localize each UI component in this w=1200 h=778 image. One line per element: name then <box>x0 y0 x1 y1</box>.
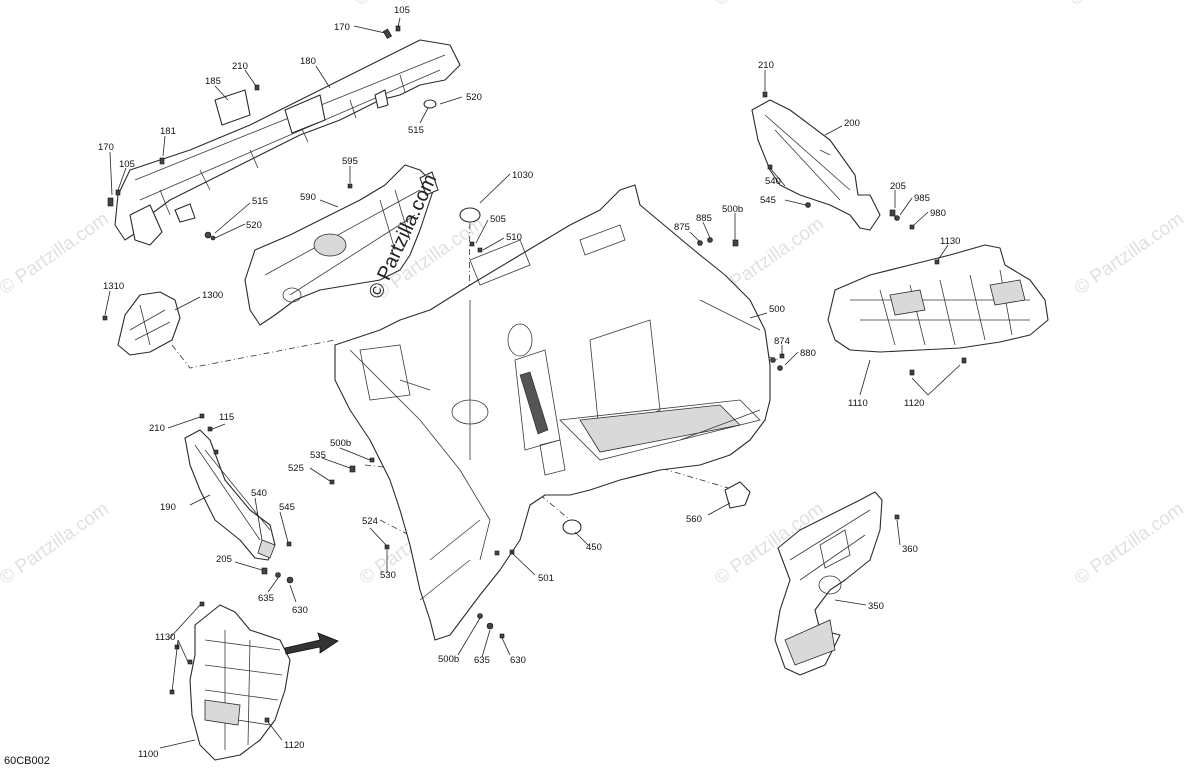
callout-labels: 170 105 210 185 180 520 515 181 170 105 … <box>98 5 960 760</box>
callout-label: 1130 <box>940 236 960 247</box>
callout-label: 880 <box>800 348 816 359</box>
callout-label: 205 <box>216 554 232 565</box>
callout-label: 1100 <box>138 749 158 760</box>
callout-label: 875 <box>674 222 690 233</box>
callout-label: 500b <box>438 654 459 665</box>
callout-label: 630 <box>510 655 526 666</box>
panel-350 <box>774 491 883 676</box>
floor-panel-1110 <box>827 244 1049 353</box>
callout-label: 530 <box>380 570 396 581</box>
boot-1300 <box>117 291 181 356</box>
callout-label: 1120 <box>904 398 924 409</box>
callout-label: 524 <box>362 516 378 527</box>
callout-label: 210 <box>758 60 774 71</box>
callout-label: 180 <box>300 56 316 67</box>
parts-small <box>423 99 751 535</box>
fasteners <box>102 25 967 723</box>
callout-label: 520 <box>246 220 262 231</box>
callout-label: 350 <box>868 601 884 612</box>
brace-190 <box>184 429 276 561</box>
callout-label: 1120 <box>284 740 304 751</box>
callout-label: 210 <box>232 61 248 72</box>
callout-label: 500b <box>722 204 743 215</box>
callout-label: 190 <box>160 502 176 513</box>
callout-label: 545 <box>279 502 295 513</box>
callout-label: 210 <box>149 423 165 434</box>
callout-label: 450 <box>586 542 602 553</box>
sensor-560 <box>724 481 751 509</box>
callout-label: 170 <box>98 142 114 153</box>
callout-label: 540 <box>251 488 267 499</box>
callout-label: 510 <box>506 232 522 243</box>
callout-label: 200 <box>844 118 860 129</box>
callout-label: 635 <box>258 593 274 604</box>
callout-label: 501 <box>538 573 554 584</box>
bracket-180 <box>114 39 461 246</box>
callout-label: 520 <box>466 92 482 103</box>
callout-label: 885 <box>696 213 712 224</box>
callout-label: 525 <box>288 463 304 474</box>
watermark-text: © Partzilla.com <box>0 498 113 589</box>
watermark-text: © Partzilla.com <box>1071 498 1188 589</box>
watermark-text: © Partzilla.com <box>1066 0 1183 10</box>
callout-label: 105 <box>119 159 135 170</box>
callout-label: 170 <box>334 22 350 33</box>
watermark-text: © Partzilla.com <box>1071 208 1188 299</box>
callout-label: 515 <box>408 125 424 136</box>
callout-label: 205 <box>890 181 906 192</box>
leader-lines <box>104 17 961 749</box>
cap-1030 <box>459 207 481 223</box>
callout-label: 105 <box>394 5 410 16</box>
watermark-text: © Partzilla.com <box>0 208 113 299</box>
callout-label: 980 <box>930 208 946 219</box>
floor-panel-1100 <box>189 604 291 761</box>
callout-label: 505 <box>490 214 506 225</box>
callout-label: 1300 <box>202 290 223 301</box>
callout-label: 1030 <box>512 170 533 181</box>
callout-label: 874 <box>774 336 790 347</box>
callout-label: 185 <box>205 76 221 87</box>
callout-label: 515 <box>252 196 268 207</box>
callout-label: 540 <box>765 176 781 187</box>
body-panel-500 <box>334 184 771 641</box>
panel-590 <box>244 164 439 326</box>
callout-label: 985 <box>914 193 930 204</box>
callout-label: 1130 <box>155 632 175 643</box>
callout-label: 1110 <box>848 398 868 409</box>
callout-label: 1310 <box>103 281 124 292</box>
callout-label: 560 <box>686 514 702 525</box>
direction-arrow <box>284 632 339 655</box>
callout-label: 535 <box>310 450 326 461</box>
callout-label: 500b <box>330 438 351 449</box>
callout-label: 500 <box>769 304 785 315</box>
grommet-515 <box>423 99 437 109</box>
bracket-200 <box>751 99 881 231</box>
diagram-code: 60CB002 <box>4 755 50 767</box>
watermark-text: © Partzilla.com <box>711 0 828 10</box>
callout-label: 595 <box>342 156 358 167</box>
callout-label: 181 <box>160 126 176 137</box>
callout-label: 630 <box>292 605 308 616</box>
grommet-450 <box>562 519 582 535</box>
callout-label: 115 <box>219 412 234 423</box>
callout-label: 360 <box>902 544 918 555</box>
callout-label: 590 <box>300 192 316 203</box>
callout-label: 545 <box>760 195 776 206</box>
callout-label: 635 <box>474 655 490 666</box>
